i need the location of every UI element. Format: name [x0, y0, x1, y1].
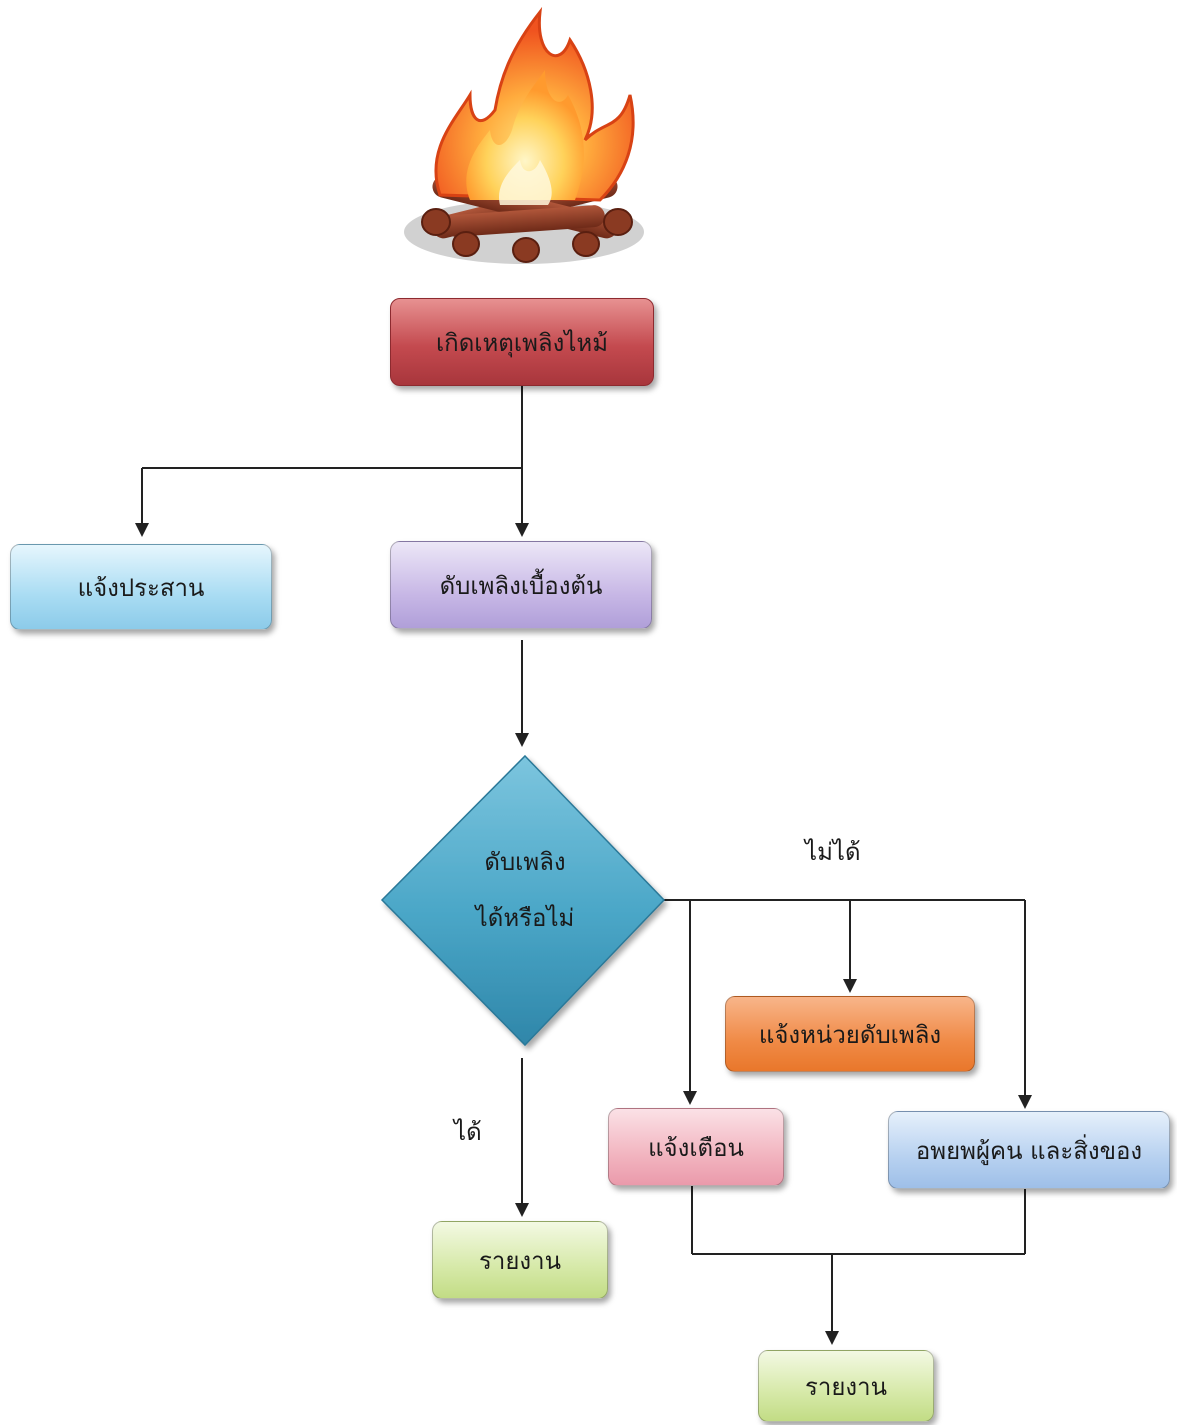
decision-diamond [380, 754, 666, 1047]
campfire-icon [404, 6, 644, 264]
decision-label-line2: ได้หรือไม่ [475, 904, 575, 932]
edge-label-no: ไม่ได้ [805, 838, 861, 866]
node-initial-extinguish: ดับเพลิงเบื้องต้น [390, 541, 652, 629]
edge-label-yes: ได้ [454, 1118, 482, 1146]
decision-label: ดับเพลิง ได้หรือไม่ [430, 835, 620, 945]
connectors [135, 386, 1032, 1345]
node-notify-fire-department: แจ้งหน่วยดับเพลิง [725, 996, 975, 1072]
decision-label-line1: ดับเพลิง [484, 848, 566, 876]
node-report-failure: รายงาน [758, 1350, 934, 1422]
node-report-success: รายงาน [432, 1221, 608, 1299]
node-fire-incident: เกิดเหตุเพลิงไหม้ [390, 298, 654, 386]
node-notify-coordinate: แจ้งประสาน [10, 544, 272, 630]
flames [434, 6, 635, 205]
node-evacuate: อพยพผู้คน และสิ่งของ [888, 1111, 1170, 1189]
node-alarm: แจ้งเตือน [608, 1108, 784, 1186]
